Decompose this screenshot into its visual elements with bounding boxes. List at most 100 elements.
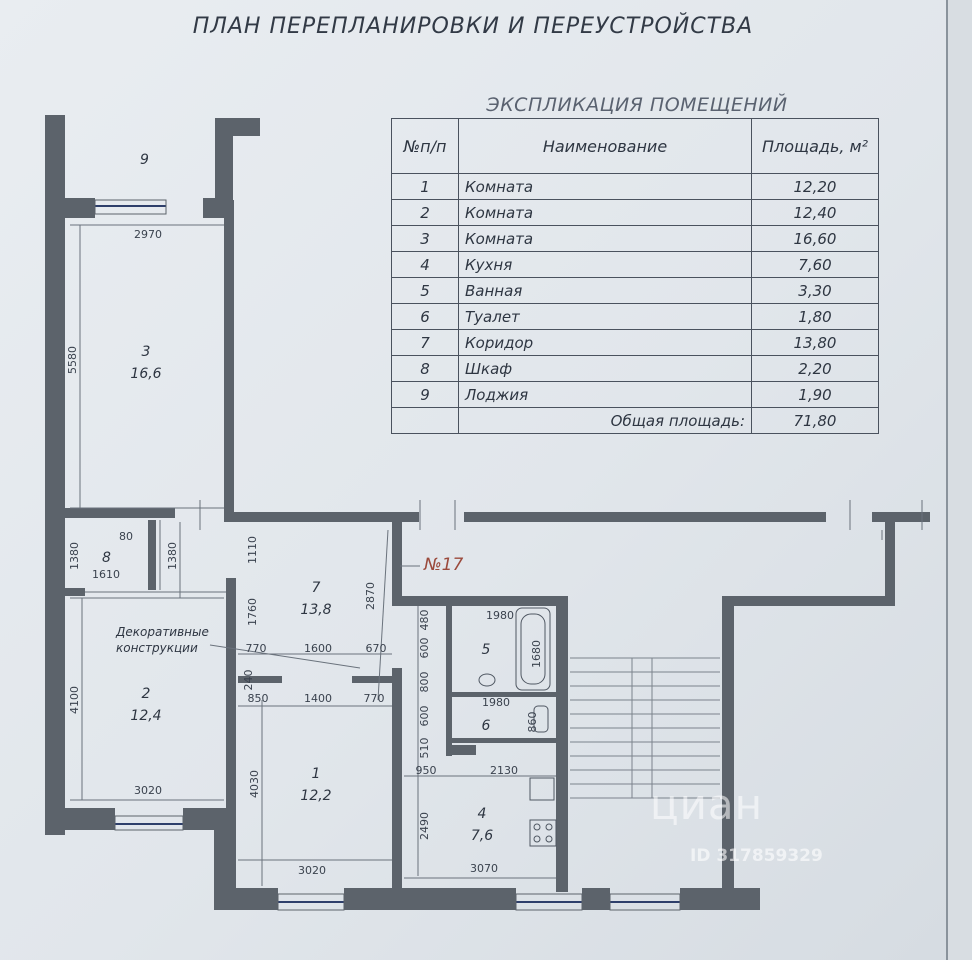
dim-1610: 1610	[92, 568, 120, 581]
explication-title: ЭКСПЛИКАЦИЯ ПОМЕЩЕНИЙ	[486, 94, 788, 116]
walls	[45, 115, 930, 910]
wall-toilet-bottom	[446, 738, 556, 743]
dim-1680: 1680	[530, 640, 543, 668]
room-1-number: 1	[312, 766, 321, 782]
wall-stair-left	[556, 596, 568, 892]
row-area: 12,40	[751, 199, 879, 226]
row-area: 1,80	[751, 303, 879, 330]
wall-bath-left	[446, 606, 452, 756]
wall-loggia-left	[45, 198, 95, 218]
wall-bottom-r2-left	[45, 808, 115, 830]
row-num: 6	[391, 303, 459, 330]
wall-bottom-r1-left	[214, 888, 278, 910]
dim-860: 860	[526, 712, 539, 733]
dim-1400: 1400	[304, 692, 332, 705]
table-row: 2 Комната 12,40	[391, 199, 879, 226]
room-3-area: 16,6	[130, 366, 161, 382]
wall-toilet-stub	[450, 745, 476, 755]
dim-1980-b: 1980	[482, 696, 510, 709]
stove	[529, 819, 557, 847]
dim-2130: 2130	[490, 764, 518, 777]
dim-800: 800	[418, 672, 431, 693]
row-name: Туалет	[458, 303, 752, 330]
dim-600-b: 600	[418, 706, 431, 727]
explication-table: №п/п Наименование Площадь, м² 1 Комната …	[391, 118, 879, 434]
wall-bath-top	[392, 596, 568, 606]
total-empty	[391, 407, 459, 434]
toilet	[533, 705, 549, 733]
fixtures	[478, 607, 557, 847]
wall-bottom-mid	[344, 888, 516, 910]
watermark-id: ID 317859329	[690, 846, 823, 866]
room-6-number: 6	[482, 718, 491, 734]
dim-2490: 2490	[418, 812, 431, 840]
dim-2870: 2870	[364, 582, 377, 610]
explication-header-row: №п/п Наименование Площадь, м²	[391, 118, 879, 174]
row-name: Лоджия	[458, 381, 752, 408]
wall-room3-right	[224, 200, 234, 520]
wall-room2-right	[226, 578, 236, 810]
dim-1380-a: 1380	[68, 542, 81, 570]
room-5-number: 5	[482, 642, 491, 658]
room-1-area: 12,2	[300, 788, 331, 804]
header-area: Площадь, м²	[751, 118, 879, 174]
table-row: 1 Комната 12,20	[391, 173, 879, 200]
dim-600-a: 600	[418, 638, 431, 659]
total-value: 71,80	[751, 407, 879, 434]
wall-loggia-side	[215, 118, 233, 200]
wall-loggia-top	[215, 118, 260, 136]
wall-room1-right	[392, 668, 402, 888]
wall-bath-bottom	[446, 692, 556, 697]
row-area: 13,80	[751, 329, 879, 356]
row-num: 9	[391, 381, 459, 408]
dim-5580: 5580	[66, 346, 79, 374]
wall-outer-left	[45, 115, 65, 835]
row-area: 16,60	[751, 225, 879, 252]
room-2-area: 12,4	[130, 708, 161, 724]
kitchen-sink	[529, 777, 555, 801]
apartment-number: №17	[423, 555, 463, 575]
dim-4030: 4030	[248, 770, 261, 798]
row-num: 1	[391, 173, 459, 200]
sink	[478, 673, 496, 687]
dim-3020-b: 3020	[298, 864, 326, 877]
decor-note-line2: конструкции	[116, 641, 198, 655]
dim-510: 510	[418, 738, 431, 759]
dim-2970: 2970	[134, 228, 162, 241]
total-row: Общая площадь: 71,80	[391, 407, 879, 434]
stairs	[570, 657, 720, 799]
dim-4100: 4100	[68, 686, 81, 714]
dim-670: 670	[366, 642, 387, 655]
room-7-area: 13,8	[300, 602, 331, 618]
table-row: 6 Туалет 1,80	[391, 303, 879, 330]
wall-r1-left	[214, 808, 236, 908]
plan-title: ПЛАН ПЕРЕПЛАНИРОВКИ И ПЕРЕУСТРОЙСТВА	[192, 14, 754, 39]
dim-1980-a: 1980	[486, 609, 514, 622]
wall-closet-bottom	[65, 588, 85, 596]
wall-right-stub	[885, 520, 895, 606]
wall-entry-left	[392, 520, 402, 604]
watermark-brand: циан	[650, 780, 764, 829]
room-8-number: 8	[102, 550, 111, 566]
room-4-area: 7,6	[471, 828, 493, 844]
wall-corridor-top-c	[872, 512, 930, 522]
dim-240: 240	[242, 670, 255, 691]
dim-950: 950	[416, 764, 437, 777]
dim-850: 850	[248, 692, 269, 705]
wall-stair-top	[722, 596, 895, 606]
room-7-number: 7	[312, 580, 321, 596]
dim-770-a: 770	[246, 642, 267, 655]
wall-stair-right	[722, 596, 734, 892]
room-3-number: 3	[142, 344, 151, 360]
header-num: №п/п	[391, 118, 459, 174]
room-2-number: 2	[142, 686, 151, 702]
decor-stub-right	[352, 676, 392, 683]
wall-room3-bottom	[65, 508, 175, 518]
wall-bottom-r4-right	[582, 888, 610, 910]
row-name: Комната	[458, 173, 752, 200]
bathtub	[515, 607, 551, 691]
row-name: Шкаф	[458, 355, 752, 382]
row-name: Кухня	[458, 251, 752, 278]
wall-corridor-top-b	[464, 512, 826, 522]
